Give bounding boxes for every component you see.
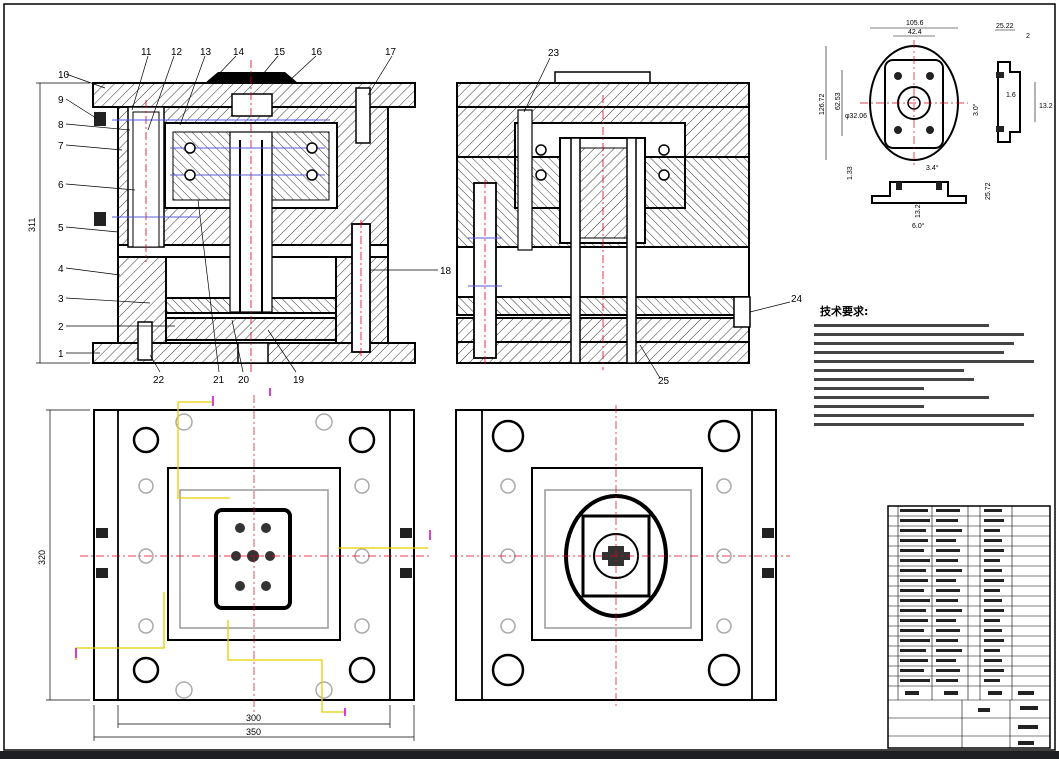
part-label-19: 19 <box>293 375 305 386</box>
part-label-22: 22 <box>153 375 165 386</box>
part-label-1: 1 <box>58 349 64 360</box>
part-label-9: 9 <box>58 95 64 106</box>
part-label-5: 5 <box>58 223 64 234</box>
part-label-4: 4 <box>58 264 64 275</box>
dim-3deg: 3.0° <box>972 103 980 116</box>
part-label-17: 17 <box>385 47 397 58</box>
part-label-6: 6 <box>58 180 64 191</box>
dim-phi: φ32.06 <box>845 113 867 120</box>
part-label-14: 14 <box>233 47 245 58</box>
part-label-10: 10 <box>58 70 70 81</box>
part-label-12: 12 <box>171 47 183 58</box>
fixed-half-plan-view: 320 300 350 <box>37 388 431 741</box>
part-labels-front: 1 2 3 4 5 6 7 8 9 10 11 12 13 14 15 16 1… <box>27 47 452 386</box>
technical-requirements: 技术要求: <box>814 304 1034 426</box>
part-label-15: 15 <box>274 47 286 58</box>
part-label-16: 16 <box>311 47 323 58</box>
part-label-11: 11 <box>141 47 152 58</box>
part-label-25: 25 <box>658 376 670 387</box>
dim-42: 42.4 <box>908 29 922 36</box>
part-label-2: 2 <box>58 322 64 333</box>
drawing-border <box>3 3 1056 751</box>
title-block <box>887 505 1051 749</box>
part-label-20: 20 <box>238 375 250 386</box>
dim-105: 105.6 <box>906 20 924 27</box>
part-label-3: 3 <box>58 294 64 305</box>
dim-plan-outer-width: 350 <box>246 727 261 737</box>
dim-plan-inner-width: 300 <box>246 713 261 723</box>
part-label-8: 8 <box>58 120 64 131</box>
dim-126: 126.72 <box>819 93 826 115</box>
tech-requirements-title: 技术要求: <box>820 304 868 318</box>
dim-34: 3.4° <box>926 164 939 172</box>
dim-front-height: 311 <box>27 218 37 232</box>
dim-62: 62.53 <box>835 92 842 110</box>
part-label-13: 13 <box>200 47 212 58</box>
part-detail-views: 105.6 42.4 25.22 2 126.72 62.53 φ32.06 3… <box>819 20 1053 230</box>
front-section-view <box>92 60 416 375</box>
dim-16: 1.6 <box>1006 92 1016 99</box>
moving-half-plan-view <box>450 405 790 708</box>
part-label-7: 7 <box>58 141 64 152</box>
dim-60: 6.0° <box>912 222 925 230</box>
bottom-taskbar <box>0 751 1059 759</box>
dim-132: 13.2 <box>1039 103 1053 110</box>
part-label-23: 23 <box>548 48 560 59</box>
dim-132b: 13.2 <box>915 204 922 218</box>
dim-2: 2 <box>1026 33 1030 40</box>
part-label-18: 18 <box>440 266 452 277</box>
dim-25b: 25.72 <box>985 182 992 200</box>
side-section-view: 23 24 25 <box>456 48 803 387</box>
dim-25a: 25.22 <box>996 23 1014 30</box>
part-label-21: 21 <box>213 375 225 386</box>
part-label-24: 24 <box>791 294 803 305</box>
dim-plan-height: 320 <box>37 550 47 565</box>
dim-133: 1.33 <box>847 166 854 180</box>
